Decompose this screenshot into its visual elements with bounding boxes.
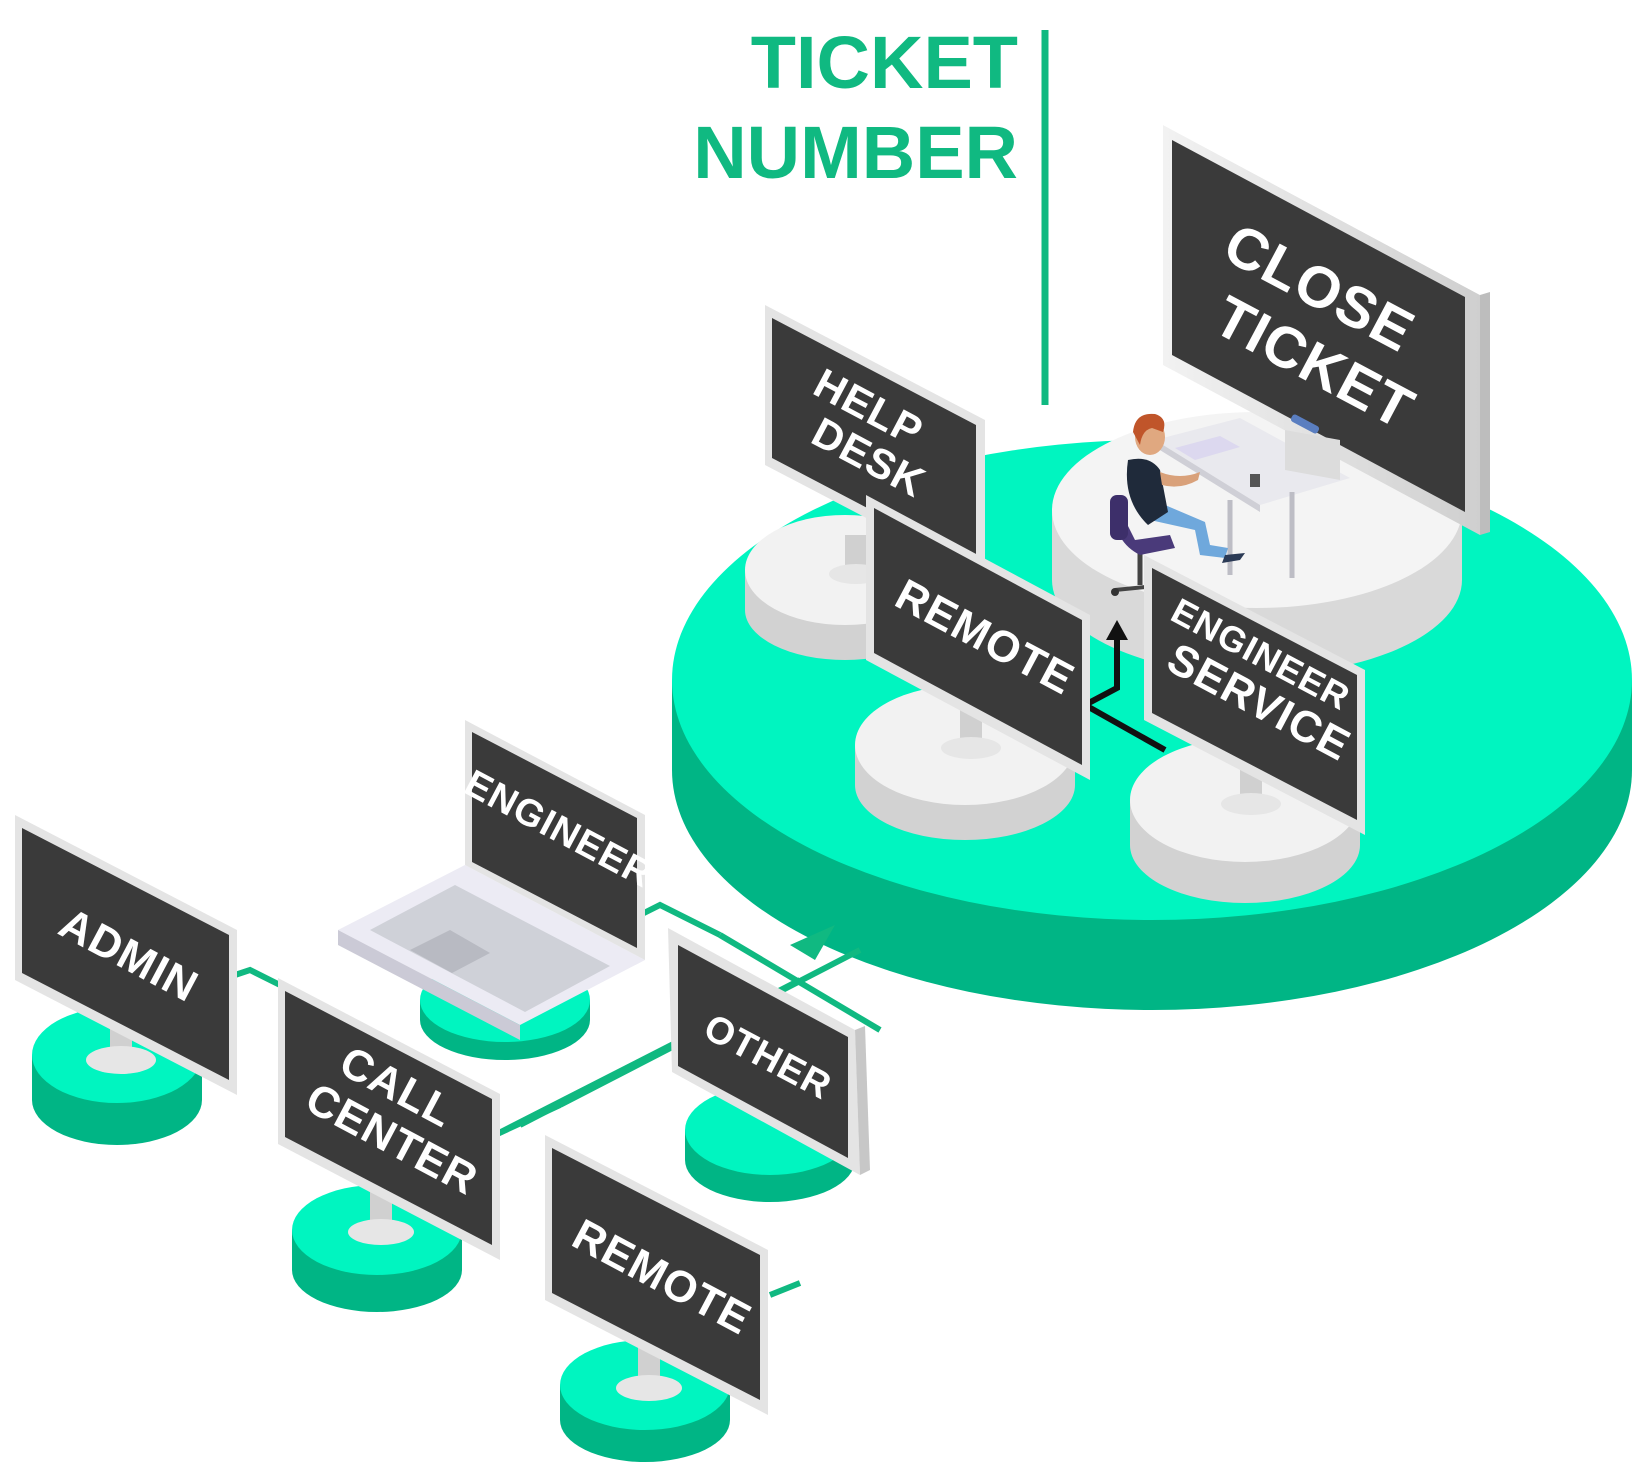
admin-monitor <box>15 815 237 1095</box>
desk <box>1155 418 1350 578</box>
network-arrow-head <box>790 925 835 960</box>
title-line-1: TICKET <box>751 21 1018 104</box>
call-center-monitor <box>278 978 500 1260</box>
help-desk-monitor <box>765 305 985 584</box>
engineer-service-monitor <box>1144 555 1365 835</box>
close-ticket-monitor <box>1163 122 1490 535</box>
other-tablet <box>668 928 870 1175</box>
remote-top-monitor <box>866 495 1090 780</box>
flow-arrow-black <box>1078 620 1167 753</box>
person-at-desk <box>1110 413 1245 596</box>
engineer-laptop <box>338 720 645 1040</box>
title-line-2: NUMBER <box>693 111 1018 194</box>
remote-bottom-monitor <box>545 1135 768 1415</box>
